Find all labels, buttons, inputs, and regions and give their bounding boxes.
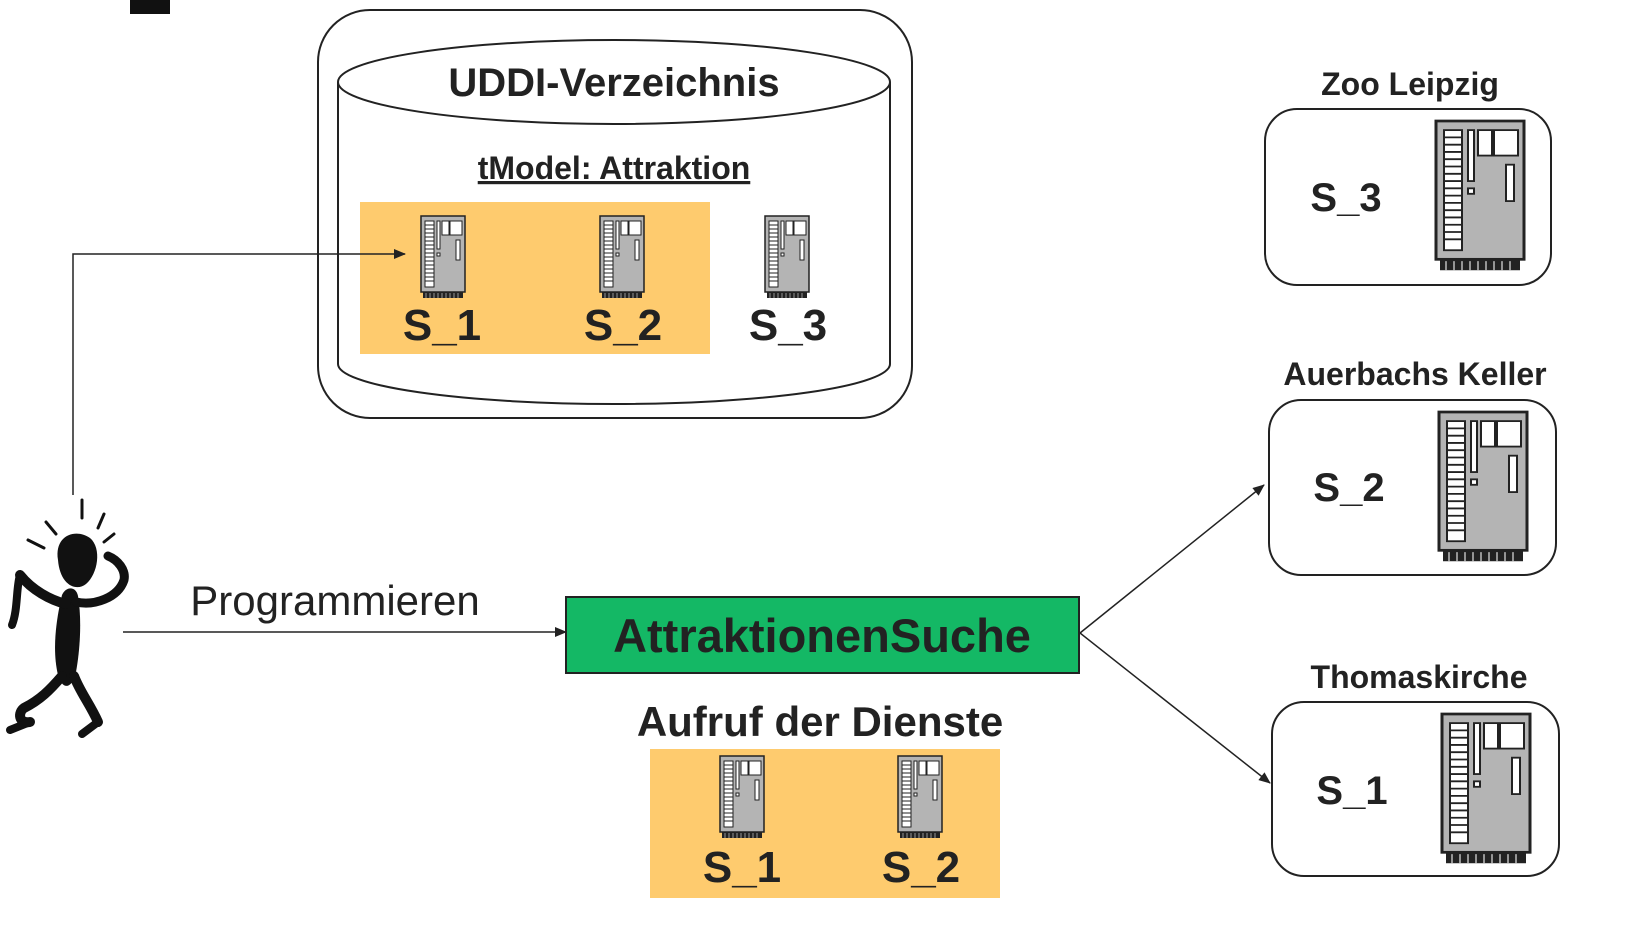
server-icon (897, 755, 943, 839)
provider-auerbachs-keller: Auerbachs Keller S_2 (1268, 356, 1557, 576)
provider-name: Thomaskirche (1311, 659, 1528, 695)
provider-service-label: S_2 (1313, 466, 1384, 510)
database-cylinder-top (337, 39, 891, 125)
person-icon (6, 498, 129, 738)
registry-service-label: S_2 (584, 301, 662, 350)
programming-label: Programmieren (190, 577, 479, 624)
app-box: AttraktionenSuche (565, 596, 1080, 674)
registry-service-label: S_1 (403, 301, 481, 350)
uddi-registry: UDDI-Verzeichnis tModel: Attraktion S_1 … (317, 9, 913, 419)
provider-name: Zoo Leipzig (1321, 66, 1499, 102)
server-icon (764, 215, 810, 299)
server-icon (420, 215, 466, 299)
registry-title: UDDI-Verzeichnis (448, 61, 779, 105)
provider-service-label: S_1 (1316, 769, 1387, 813)
provider-name: Auerbachs Keller (1283, 356, 1546, 392)
server-icon (1440, 712, 1532, 865)
server-icon (719, 755, 765, 839)
arrow-icon (1079, 484, 1265, 634)
service-invocation: Aufruf der Dienste S_1 S_2 (637, 698, 1003, 898)
invocation-title: Aufruf der Dienste (637, 698, 1003, 745)
app-name: AttraktionenSuche (613, 609, 1031, 662)
provider-thomaskirche: Thomaskirche S_1 (1271, 659, 1560, 877)
server-icon (599, 215, 645, 299)
server-icon (1434, 119, 1526, 272)
tmodel-highlight (360, 202, 710, 354)
invocation-service-label: S_1 (703, 843, 781, 892)
tmodel-label: tModel: Attraktion (478, 150, 751, 186)
arrow-icon (72, 249, 406, 495)
invocation-service-label: S_2 (882, 843, 960, 892)
corner-mark (130, 0, 170, 14)
provider-service-label: S_3 (1310, 176, 1381, 220)
registry-service-label: S_3 (749, 301, 827, 350)
provider-zoo-leipzig: Zoo Leipzig S_3 (1264, 66, 1552, 286)
arrow-icon (1079, 632, 1271, 784)
server-icon (1437, 410, 1529, 563)
